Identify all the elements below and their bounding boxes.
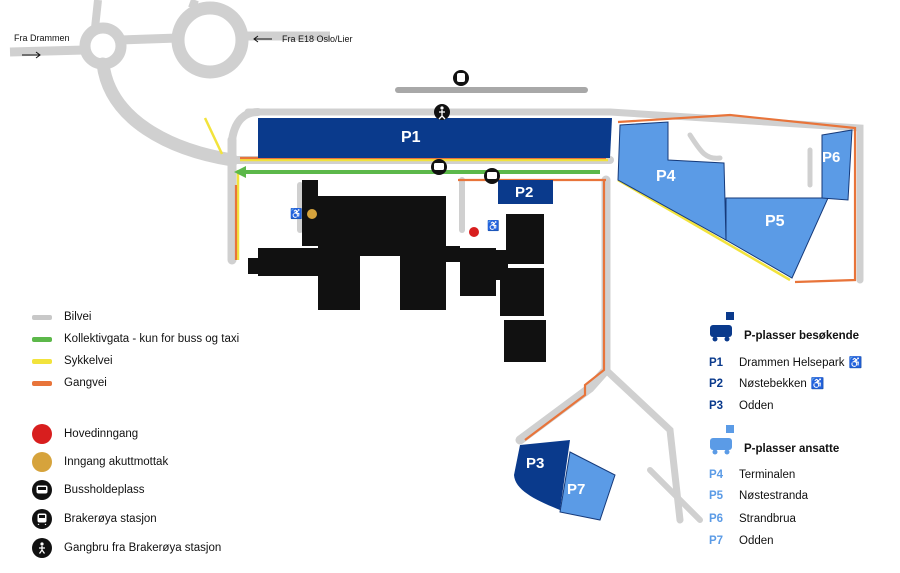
legend-item-car-road: Bilvei (32, 311, 91, 323)
direction-label-e18: Fra E18 Oslo/Lier (282, 34, 353, 44)
lot-label-p6: P6 (822, 149, 841, 166)
accessible-icon: ♿ (487, 221, 500, 232)
pedestrian-icon[interactable] (434, 104, 450, 120)
legend-swatch (32, 380, 52, 386)
visitor-parking-item: P2 Nøstebekken ♿ (709, 377, 825, 391)
bus-lane-arrow (234, 166, 246, 178)
legend-item-main-entrance: Hovedinngang (32, 424, 138, 444)
legend-item-bike-lane: Sykkelvei (32, 355, 113, 367)
parking-lot-p4[interactable] (617, 121, 727, 241)
lot-label-p4: P4 (656, 168, 676, 185)
legend-swatch (32, 358, 52, 364)
lot-label-p3: P3 (526, 455, 545, 472)
accessible-icon: ♿ (290, 209, 303, 220)
parking-lot-p3[interactable] (514, 440, 570, 510)
legend-swatch (32, 336, 52, 342)
staff-parking-item: P4 Terminalen (709, 469, 796, 481)
bike-lanes (203, 117, 791, 282)
legend-item-footpath: Gangvei (32, 377, 107, 389)
car-roads (96, 57, 864, 524)
bus-icon (32, 480, 52, 500)
emergency-entrance-marker[interactable] (307, 209, 317, 219)
staff-parking-title: P-plasser ansatte (744, 443, 840, 455)
lot-label-p5: P5 (765, 213, 785, 230)
parking-lot-p2[interactable] (498, 180, 553, 204)
legend-item-emergency-entrance: Inngang akuttmottak (32, 452, 168, 472)
legend-swatch (32, 314, 52, 320)
accessible-icon: ♿ (848, 357, 863, 369)
train-icon[interactable] (453, 70, 469, 86)
parking-lot-p7[interactable] (559, 451, 616, 521)
staff-parking-item: P5 Nøstestranda (709, 490, 809, 502)
legend-item-bus-stop: Bussholdeplass (32, 480, 145, 500)
emergency-entrance-icon (32, 452, 52, 472)
lot-label-p2: P2 (515, 184, 534, 201)
main-entrance-marker[interactable] (469, 227, 479, 237)
lot-label-p7: P7 (567, 481, 586, 498)
train-icon (32, 509, 52, 529)
parking-lot-p1[interactable] (258, 118, 612, 158)
direction-label-drammen: Fra Drammen (14, 33, 70, 43)
parking-lot-p5[interactable] (725, 197, 829, 279)
visitor-parking-icon (710, 312, 734, 342)
legend-item-bus-lane: Kollektivgata - kun for buss og taxi (32, 333, 239, 345)
legend-item-pedestrian-bridge: Gangbru fra Brakerøya stasjon (32, 538, 221, 558)
bus-icon[interactable] (431, 159, 447, 175)
staff-parking-item: P6 Strandbrua (709, 513, 796, 525)
parking-lot-p6[interactable] (821, 129, 853, 201)
legend-item-train-station: Brakerøya stasjon (32, 509, 157, 529)
staff-parking-item: P7 Odden (709, 535, 774, 547)
accessible-icon: ♿ (810, 378, 825, 390)
visitor-parking-item: P1 Drammen Helsepark ♿ (709, 356, 863, 370)
lot-label-p1: P1 (401, 129, 421, 146)
bus-icon[interactable] (484, 168, 500, 184)
arrow-left-icon (253, 35, 272, 43)
staff-parking-icon (710, 425, 734, 455)
visitor-parking-title: P-plasser besøkende (744, 330, 860, 342)
arrow-right-icon (22, 51, 41, 59)
pedestrian-icon (32, 538, 52, 558)
hospital-buildings (248, 180, 546, 362)
visitor-parking-item: P3 Odden (709, 400, 774, 412)
main-entrance-icon (32, 424, 52, 444)
